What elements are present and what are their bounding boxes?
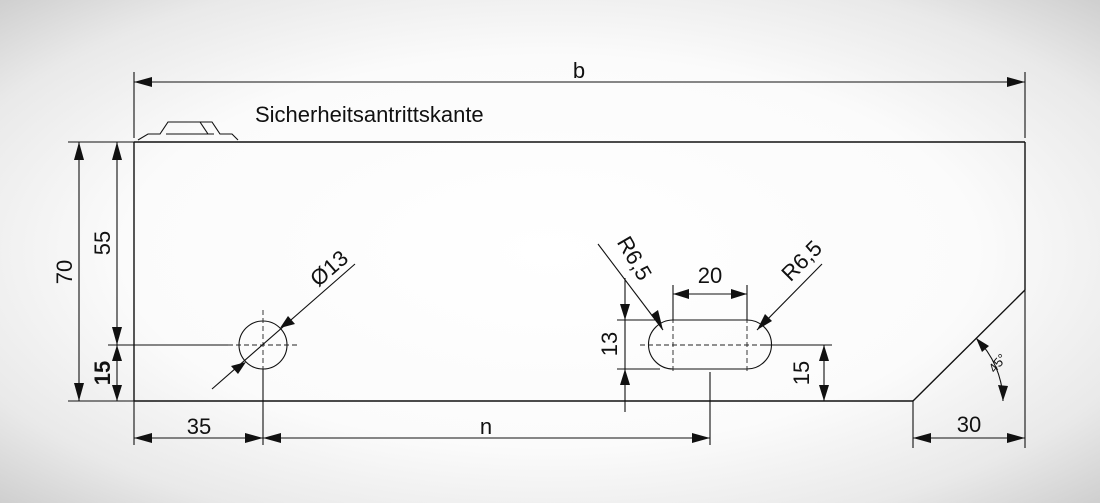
dimension-slot-height <box>617 278 660 412</box>
width-label: b <box>573 58 585 83</box>
dimension-height-70 <box>68 141 134 402</box>
slot-length-label: 20 <box>698 263 722 288</box>
safety-edge-profile <box>137 121 239 141</box>
profile-outline <box>133 141 1026 402</box>
edge-note-label: Sicherheitsantrittskante <box>255 102 484 127</box>
height-total-label: 70 <box>52 260 77 284</box>
chamfer-length-label: 30 <box>957 412 981 437</box>
slot-radius-right-label: R6,5 <box>776 235 827 286</box>
slot-radius-left-label: R6,5 <box>612 232 657 285</box>
dimension-width-b <box>133 72 1026 138</box>
round-hole <box>211 263 356 445</box>
slot-height-label: 13 <box>597 332 622 356</box>
dimension-chamfer <box>912 290 1026 448</box>
dimension-bottom <box>133 401 710 445</box>
dimension-height-55 <box>112 142 122 345</box>
hole-offset-label: 35 <box>187 414 211 439</box>
height-lower-label: 15 <box>90 361 115 385</box>
hole-diameter-label: Ø13 <box>305 245 353 291</box>
slot <box>640 318 780 372</box>
spacing-label: n <box>480 414 492 439</box>
dimension-height-15 <box>108 344 228 401</box>
dimension-slot-offset <box>709 344 832 445</box>
height-upper-label: 55 <box>90 231 115 255</box>
slot-offset-label: 15 <box>789 361 814 385</box>
dimension-chamfer-angle <box>975 337 1008 402</box>
dimension-slot-length <box>672 285 748 320</box>
